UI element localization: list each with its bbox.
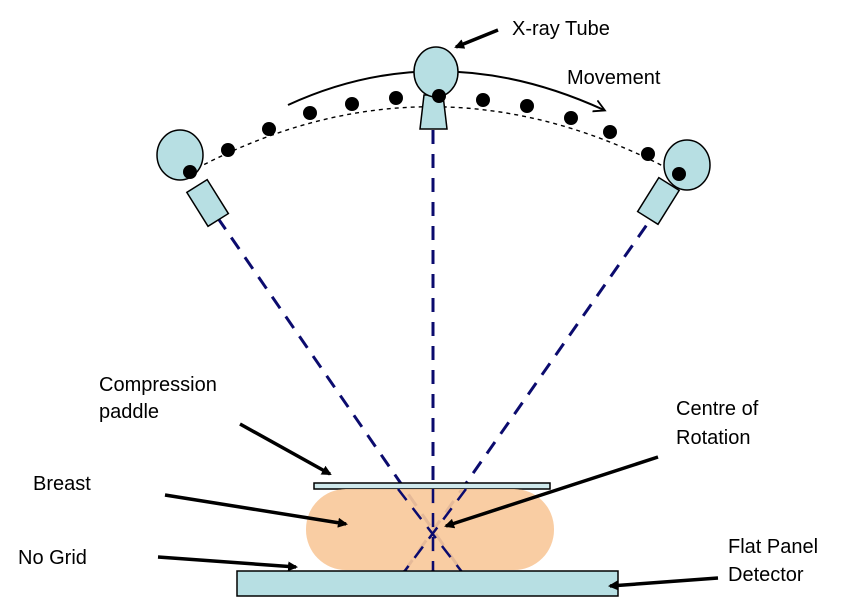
tube-collimator-right <box>636 176 681 226</box>
tube-position-dots <box>183 89 686 181</box>
position-dot <box>641 147 655 161</box>
tube-collimator-left <box>185 178 230 228</box>
tube-trajectory-arc <box>189 106 681 176</box>
tube-housing-right <box>663 139 711 191</box>
position-dot <box>476 93 490 107</box>
position-dot <box>303 106 317 120</box>
arrow-breast <box>164 493 348 528</box>
position-dot <box>183 165 197 179</box>
position-dot <box>672 167 686 181</box>
position-dot <box>564 111 578 125</box>
arrow-no-grid <box>157 555 298 572</box>
label-compression-line1: Compression <box>99 374 217 396</box>
beam-left <box>202 197 464 573</box>
label-xray-tube: X-ray Tube <box>512 18 610 40</box>
compression-paddle <box>313 482 551 490</box>
position-dot <box>389 91 403 105</box>
position-dot <box>345 97 359 111</box>
position-dot <box>520 99 534 113</box>
label-centre-line1: Centre of <box>676 398 759 420</box>
label-no-grid: No Grid <box>18 547 87 569</box>
label-breast: Breast <box>33 473 91 495</box>
arrow-xray-tube <box>454 28 499 49</box>
position-dot <box>603 125 617 139</box>
label-compression-line2: paddle <box>99 401 159 423</box>
arrow-compression-paddle <box>239 422 332 476</box>
label-centre-line2: Rotation <box>676 427 751 449</box>
pointer-arrows <box>157 28 719 591</box>
arrow-flat-panel <box>608 576 719 591</box>
tube-housing-center <box>413 46 459 98</box>
beams-through-breast <box>397 488 468 573</box>
label-detector-line1: Flat Panel <box>728 536 818 558</box>
label-movement: Movement <box>567 67 661 89</box>
arrow-centre-of-rotation <box>444 455 659 529</box>
flat-panel-detector <box>236 570 619 597</box>
xray-tube-center <box>413 46 459 130</box>
position-dot <box>262 122 276 136</box>
label-detector-line2: Detector <box>728 564 804 586</box>
position-dot <box>221 143 235 157</box>
position-dot <box>432 89 446 103</box>
